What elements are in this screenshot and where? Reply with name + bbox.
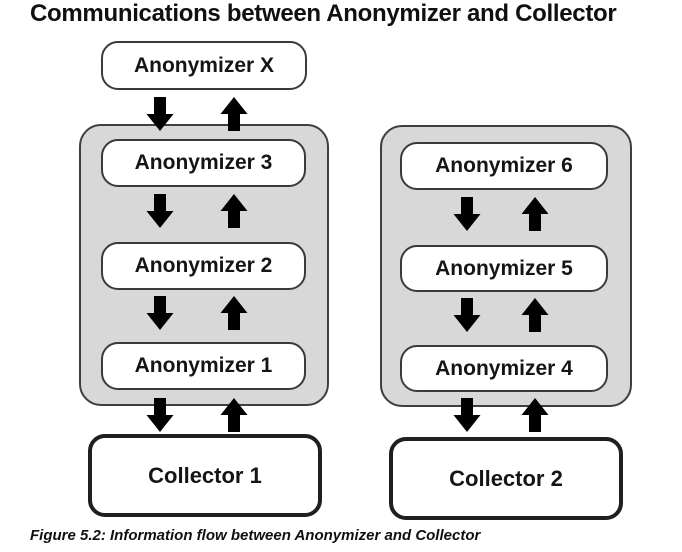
down-arrow-icon: [453, 398, 481, 432]
down-arrow-icon: [146, 194, 174, 228]
down-arrow-icon: [453, 197, 481, 231]
up-arrow-icon: [521, 398, 549, 432]
node-collector-1: Collector 1: [88, 434, 322, 517]
down-arrow-icon: [453, 298, 481, 332]
up-arrow-icon: [220, 194, 248, 228]
down-arrow-icon: [146, 398, 174, 432]
up-arrow-icon: [220, 398, 248, 432]
down-arrow-icon: [146, 296, 174, 330]
node-anonymizer-5: Anonymizer 5: [400, 245, 608, 292]
node-anonymizer-x: Anonymizer X: [101, 41, 307, 90]
figure-title: Communications between Anonymizer and Co…: [30, 0, 617, 27]
node-anonymizer-2: Anonymizer 2: [101, 242, 306, 290]
node-anonymizer-4: Anonymizer 4: [400, 345, 608, 392]
up-arrow-icon: [521, 197, 549, 231]
up-arrow-icon: [220, 296, 248, 330]
figure-caption: Figure 5.2: Information flow between Ano…: [30, 527, 481, 544]
up-arrow-icon: [220, 97, 248, 131]
node-anonymizer-6: Anonymizer 6: [400, 142, 608, 190]
node-anonymizer-3: Anonymizer 3: [101, 139, 306, 187]
down-arrow-icon: [146, 97, 174, 131]
up-arrow-icon: [521, 298, 549, 332]
node-collector-2: Collector 2: [389, 437, 623, 520]
node-anonymizer-1: Anonymizer 1: [101, 342, 306, 390]
